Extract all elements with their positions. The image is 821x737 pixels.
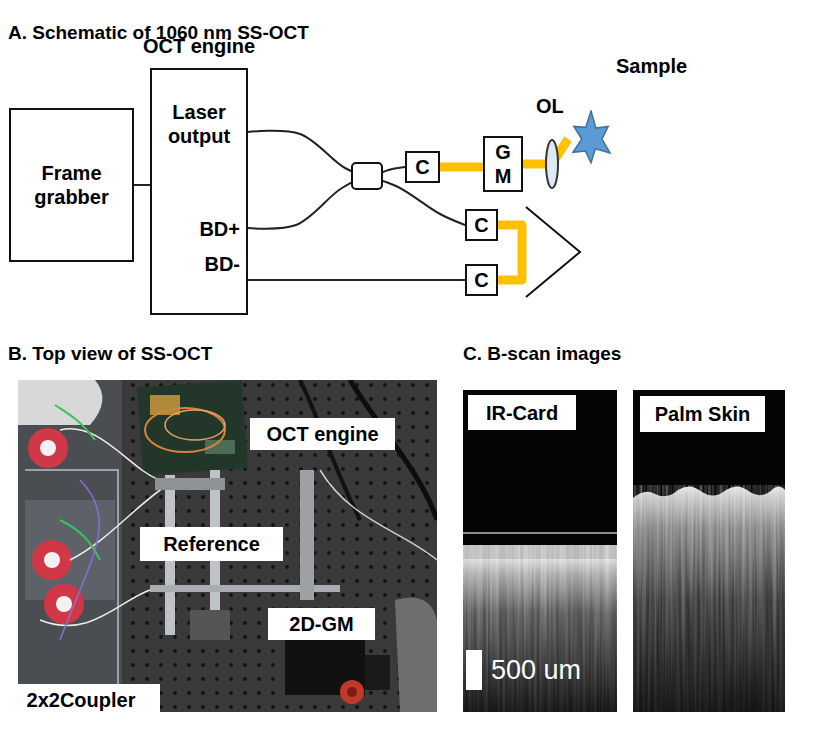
sample-star: Sample: [568, 110, 614, 168]
setup-photo-part: [18, 380, 102, 425]
setup-photo-part: [40, 590, 150, 626]
photo-label: 2x2Coupler: [2, 684, 160, 716]
collimator-box: C: [465, 209, 498, 241]
setup-photo-part: [25, 470, 118, 700]
bscan-palm-skin-part: [633, 390, 785, 712]
reference-mirror: [526, 207, 580, 297]
node-text: 2D-GM: [289, 612, 353, 636]
bscan-palm-skin-part: [633, 390, 785, 712]
node-text: C: [474, 268, 488, 292]
setup-photo-part: [347, 687, 357, 697]
bscan-ir-card-part: [466, 650, 482, 690]
setup-photo-part: [137, 380, 248, 475]
node-text: C: [415, 155, 429, 179]
bscan-ir-card-part: [463, 390, 617, 712]
star-shape: [573, 111, 610, 163]
image-label: Palm Skin: [640, 396, 765, 432]
setup-photo-part: [350, 380, 437, 520]
node-text: BD-: [204, 252, 240, 276]
node-text: Frame grabber: [11, 161, 132, 209]
node-text: Sample: [616, 54, 687, 78]
setup-photo-part: [365, 655, 390, 690]
collimator-box: C: [465, 264, 498, 296]
process-box: Frame grabber: [9, 108, 134, 262]
setup-photo-part: [155, 478, 225, 490]
star-outline: [568, 110, 614, 168]
setup-photo-part: [300, 380, 360, 520]
optical-fiber: [134, 184, 150, 186]
setup-photo-part: [300, 470, 314, 600]
light-beam: [498, 225, 522, 280]
setup-photo-part: [60, 429, 160, 480]
setup-photo-part: [190, 610, 230, 640]
objective-lens-part: [546, 140, 558, 188]
node-text: OCT engine: [266, 422, 378, 446]
setup-photo-part: [44, 584, 84, 624]
setup-photo-part: [32, 540, 72, 580]
setup-photo-part: [28, 428, 68, 468]
node-text: C: [474, 213, 488, 237]
reference-mirror-part: [526, 207, 580, 297]
objective-lens: [546, 140, 558, 188]
panel-title: A. Schematic of 1060 nm SS-OCT: [8, 22, 309, 45]
bscan-ir-card-part: [463, 390, 617, 712]
collimator-box: C: [405, 151, 440, 183]
image-label: IR-Card: [468, 395, 576, 430]
setup-photo-part: [150, 395, 180, 415]
setup-photo-part: [165, 410, 225, 440]
bscan-palm-skin: [633, 390, 785, 712]
galvo-mirror-box: G M: [483, 136, 523, 192]
node-text: Laser output: [154, 100, 244, 148]
setup-photo-part: [44, 552, 60, 568]
optical-fiber: [248, 279, 465, 281]
setup-photo-part: [120, 380, 437, 712]
setup-photo-part: [56, 596, 72, 612]
node-text: Palm Skin: [655, 402, 751, 426]
setup-photo-part: [60, 480, 99, 640]
node-text: G M: [493, 140, 513, 188]
node-text: 2x2Coupler: [27, 688, 136, 712]
setup-photo-part: [55, 405, 95, 440]
fiber-coupler: [352, 163, 382, 189]
engine-box: OCT engineLaser outputBD+BD-: [150, 68, 248, 315]
panel-title: C. B-scan images: [463, 343, 621, 366]
setup-photo-part: [340, 680, 364, 704]
scale-label: 500 um: [491, 654, 581, 686]
light-beam: [440, 163, 483, 172]
setup-photo-part: [145, 408, 225, 452]
bscan-ir-card: [463, 390, 617, 712]
photo-label: Reference: [140, 527, 283, 561]
panel-title: B. Top view of SS-OCT: [8, 343, 212, 366]
node-text: IR-Card: [486, 401, 558, 425]
photo-label: OCT engine: [250, 418, 395, 450]
fiber-coupler-part: [352, 163, 382, 189]
node-text: Reference: [163, 532, 260, 556]
lens-label: OL: [536, 94, 564, 118]
setup-photo-part: [18, 380, 437, 712]
setup-photo-part: [395, 598, 437, 713]
photo-label: 2D-GM: [268, 608, 375, 640]
setup-photo-part: [40, 440, 56, 456]
setup-photo: [18, 380, 437, 712]
setup-photo-part: [18, 380, 122, 712]
node-text: BD+: [199, 217, 240, 241]
setup-photo-part: [320, 470, 437, 560]
